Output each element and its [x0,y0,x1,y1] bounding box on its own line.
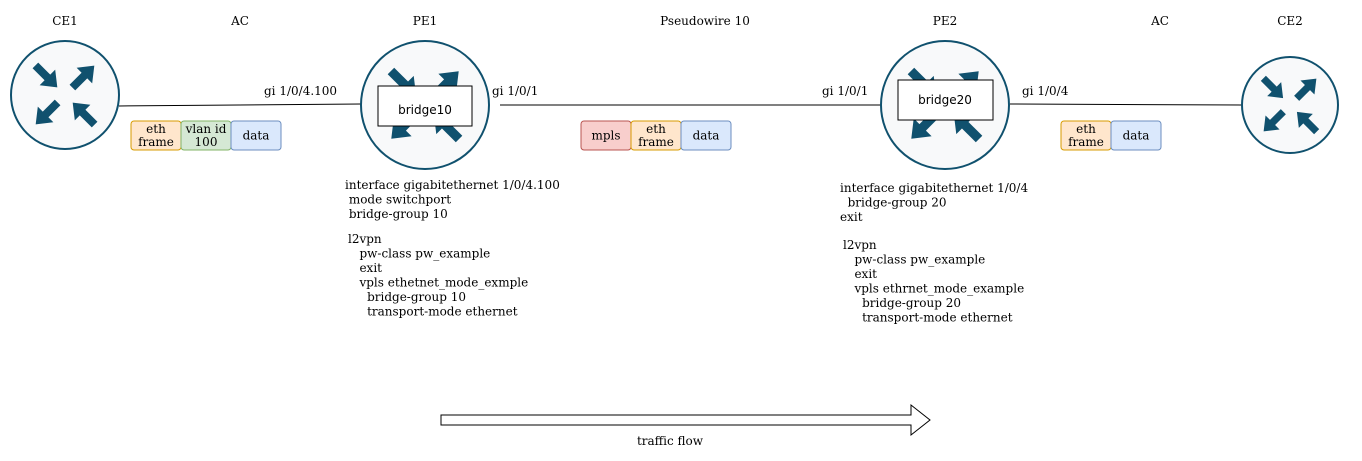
pe1-label: PE1 [413,14,437,28]
frame-chip: data [680,120,732,151]
frame-chip-label: data [243,129,270,143]
pe1-ac-interface-label: gi 1/0/4.100 [264,84,337,98]
ac-left-link [118,103,362,107]
traffic-flow-label: traffic flow [637,434,704,448]
traffic-flow-arrow-icon [440,403,931,437]
pe2-core-interface-label: gi 1/0/1 [822,84,868,98]
pe2-label: PE2 [933,14,957,28]
ac-left-label: AC [230,14,249,28]
pe2-bridge-box: bridge20 [897,79,994,121]
pseudowire-label: Pseudowire 10 [660,14,750,28]
frame-chip: mpls [580,120,632,151]
pe1-core-interface-label: gi 1/0/1 [492,84,538,98]
ce2-label: CE2 [1277,14,1303,28]
frame-chip-label: mpls [591,129,620,143]
pe2-ac-interface-label: gi 1/0/4 [1022,84,1069,98]
frame-chip: data [230,120,282,151]
pe2-bridge-label: bridge20 [918,93,972,107]
ac-right-label: AC [1150,14,1169,28]
pe1-interface-config: interface gigabitethernet 1/0/4.100 mode… [345,178,560,221]
ce1-router-icon [10,40,120,150]
ce2-router-icon [1241,56,1339,154]
pe2-l2vpn-config: l2vpn pw-class pw_example exit vpls ethr… [843,238,1024,325]
ce1-label: CE1 [52,14,78,28]
pe1-l2vpn-config: l2vpn pw-class pw_example exit vpls ethe… [348,232,528,319]
frame-chip-label: data [693,129,720,143]
frame-chip-label: data [1123,129,1150,143]
ac-right-link [1009,103,1244,106]
pe1-bridge-label: bridge10 [398,103,452,117]
pe1-bridge-box: bridge10 [377,85,473,127]
frame-chip: data [1110,120,1162,151]
pe2-interface-config: interface gigabitethernet 1/0/4 bridge-g… [840,181,1028,224]
